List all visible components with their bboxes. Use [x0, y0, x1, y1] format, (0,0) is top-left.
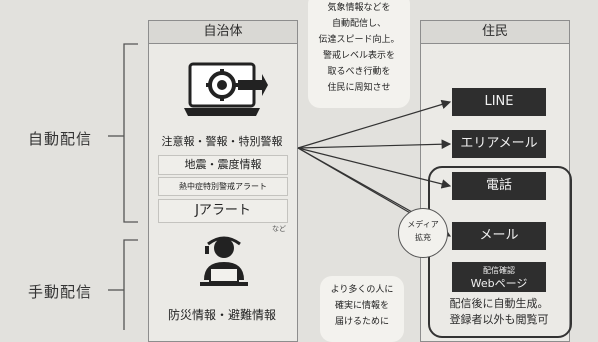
jalert-item: Jアラート	[158, 199, 288, 223]
auto-delivery-callout: 気象情報などを 自動配信し、 伝達スピード向上。 警戒レベル表示を 取るべき行動…	[308, 0, 410, 108]
media-expansion-circle: メディア 拡充	[398, 208, 448, 258]
note-line-2: 登録者以外も閲覧可	[449, 313, 549, 326]
web-page-channel: 配信確認 Webページ	[452, 262, 546, 292]
note-line-1: 配信後に自動生成。	[449, 297, 549, 310]
callout-top-line: 警戒レベル表示を	[322, 51, 395, 61]
callout-top-line: 取るべき行動を	[327, 67, 391, 77]
callout-top-line: 気象情報などを	[327, 3, 391, 13]
warnings-item: 注意報・警報・特別警報	[161, 135, 283, 148]
residents-title: 住民	[421, 21, 569, 44]
etc-note: など	[272, 225, 286, 233]
callout-bottom-line: より多くの人に	[330, 285, 394, 295]
web-label-top: 配信確認	[483, 266, 515, 275]
web-page-note: 配信後に自動生成。 登録者以外も閲覧可	[436, 296, 562, 328]
callout-bottom-line: 届けるために	[334, 317, 389, 327]
phone-channel: 電話	[452, 172, 546, 200]
callout-top-line: 伝達スピード向上。	[318, 35, 400, 45]
person-with-laptop-icon	[200, 236, 248, 286]
media-expand-bottom: 拡充	[415, 233, 431, 242]
computer-gear-icon	[184, 62, 268, 116]
disaster-info-item: 防災情報・避難情報	[167, 308, 276, 322]
line-channel: LINE	[452, 88, 546, 116]
media-expand-top: メディア	[407, 220, 439, 229]
mail-channel: メール	[452, 222, 546, 250]
manual-delivery-callout: より多くの人に 確実に情報を 届けるために	[320, 276, 404, 342]
auto-delivery-label: 自動配信	[28, 130, 93, 148]
callout-top-line: 住民に周知させ	[327, 83, 391, 93]
manual-delivery-label: 手動配信	[28, 283, 93, 301]
callout-bottom-line: 確実に情報を	[334, 301, 389, 311]
heatstroke-item: 熱中症特別警戒アラート	[158, 177, 288, 196]
area-mail-channel: エリアメール	[452, 130, 546, 158]
municipality-title: 自治体	[149, 21, 297, 44]
earthquake-item: 地震・震度情報	[158, 155, 288, 175]
web-label-bottom: Webページ	[470, 277, 528, 290]
callout-top-line: 自動配信し、	[331, 19, 386, 29]
